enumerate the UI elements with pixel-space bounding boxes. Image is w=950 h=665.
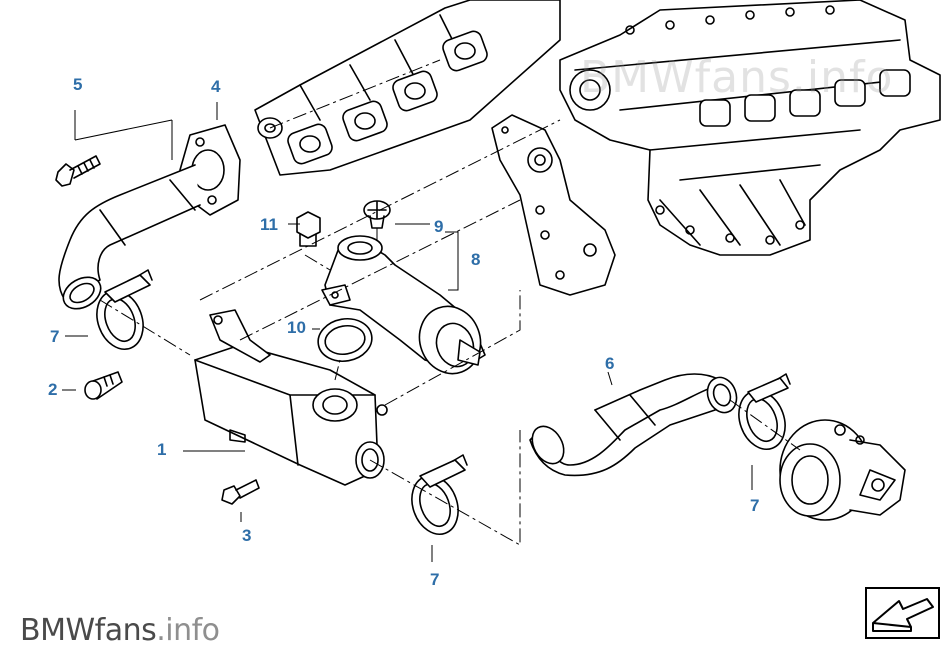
bolt-5 [55, 155, 101, 187]
egr-cooler-1 [194, 309, 388, 486]
cylinder-head [559, 0, 941, 256]
callout-9[interactable]: 9 [434, 217, 444, 236]
brand-logo: BMWfans.info [20, 613, 220, 648]
callout-3[interactable]: 3 [242, 526, 252, 545]
callout-11[interactable]: 11 [260, 215, 278, 234]
egr-pipe-6 [529, 373, 738, 477]
callout-8[interactable]: 8 [471, 250, 481, 269]
callout-7-right[interactable]: 7 [750, 496, 760, 515]
callout-6[interactable]: 6 [605, 354, 615, 373]
callout-7-lower[interactable]: 7 [430, 570, 440, 589]
screw-9 [363, 200, 391, 229]
callout-4[interactable]: 4 [211, 77, 221, 96]
hose-clamp-lower [411, 454, 468, 535]
brand-tld: .info [156, 613, 220, 648]
thermostat-housing-8 [321, 235, 486, 375]
leader-6 [607, 371, 613, 386]
back-navigation-button[interactable] [865, 587, 940, 639]
egr-valve [779, 419, 906, 521]
plug-11 [296, 211, 321, 247]
assembly-lines [99, 59, 801, 546]
bolt-2 [84, 371, 123, 400]
mounting-bracket [491, 114, 616, 296]
watermark: BMWfans.info [580, 52, 894, 103]
callout-1[interactable]: 1 [157, 440, 167, 459]
exhaust-manifold [254, 0, 561, 176]
hose-clamp-right [738, 373, 791, 450]
leader-9-8 [395, 223, 459, 291]
callout-7-upper-left[interactable]: 7 [50, 327, 60, 346]
egr-pipe-4 [58, 124, 241, 310]
bolt-3 [221, 479, 260, 505]
callout-5[interactable]: 5 [73, 75, 83, 94]
callout-10[interactable]: 10 [287, 318, 306, 337]
leader-5 [74, 110, 173, 160]
seal-ring-10 [317, 317, 373, 363]
brand-name: BMWfans [20, 613, 157, 648]
arrow-back-icon [872, 598, 934, 632]
callout-2[interactable]: 2 [48, 380, 58, 399]
